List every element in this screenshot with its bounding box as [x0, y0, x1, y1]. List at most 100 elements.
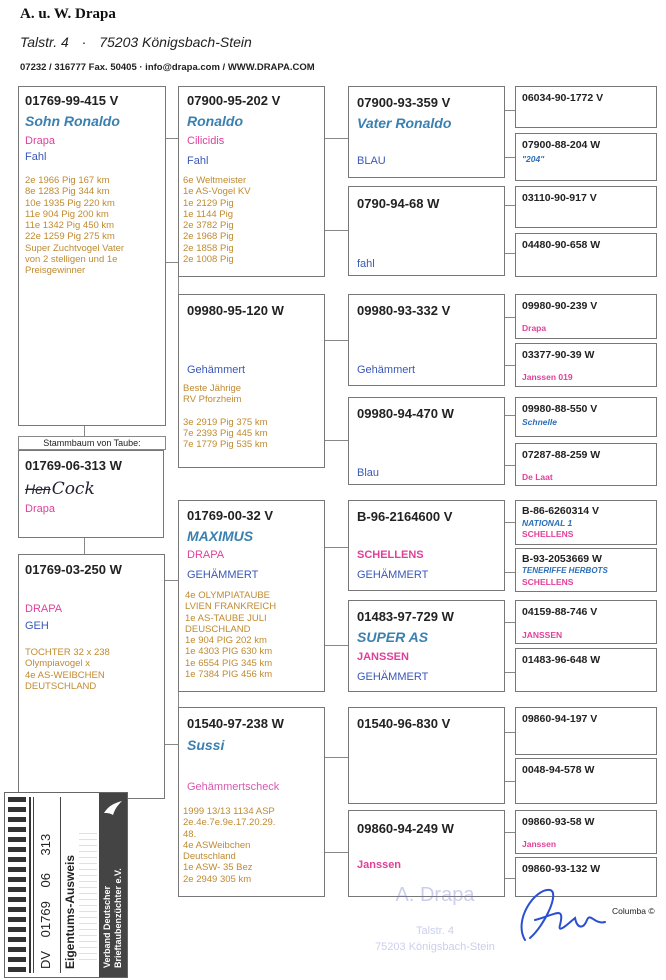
ggp-ring: B-86-6260314 V	[522, 505, 600, 517]
ggp-card-3: 03110-90-917 V	[515, 186, 657, 228]
ggp-ring: 0048-94-578 W	[522, 764, 595, 776]
breeder-stamp: A. Drapa Talstr. 4 75203 Königsbach-Stei…	[375, 884, 495, 953]
grandparent-color: fahl	[357, 258, 375, 270]
parent-name: Sussi	[187, 737, 225, 753]
dove-logo-icon	[101, 797, 125, 821]
grandparent-owner: Janssen	[357, 859, 402, 871]
ggp-owner: De Laat	[522, 472, 553, 482]
parent-name: Ronaldo	[187, 113, 243, 129]
ggp-ring: 09980-90-239 V	[522, 300, 598, 312]
grandparent-name: Vater Ronaldo	[357, 115, 452, 131]
ggp-ring: 06034-90-1772 V	[522, 92, 604, 104]
copyright: Columba ©	[612, 906, 655, 916]
card-number-panel: DV 01769 06 313	[33, 797, 61, 973]
hen-card: 01769-03-250 W DRAPA GEH TOCHTER 32 x 23…	[18, 554, 165, 799]
grandparent-color: Gehämmert	[357, 364, 416, 376]
ggp-owner: Janssen 019	[522, 372, 573, 382]
ggp-card-1: 06034-90-1772 V	[515, 86, 657, 128]
card-fine-print	[79, 833, 97, 963]
parent-color: Gehämmert	[187, 364, 246, 376]
ggp-card-2: 07900-88-204 W "204"	[515, 133, 657, 181]
grandparent-ring: 09980-93-332 V	[357, 303, 451, 318]
grandparent-ring: 0790-94-68 W	[357, 196, 440, 211]
grandparent-ring: B-96-2164600 V	[357, 509, 453, 524]
ggp-ring: 01483-96-648 W	[522, 654, 601, 666]
card-header-band	[99, 793, 127, 977]
ggp-card-8: 07287-88-259 W De Laat	[515, 443, 657, 486]
ggp-owner: SCHELLENS	[522, 577, 574, 587]
ggp-card-9: B-86-6260314 V NATIONAL 1 SCHELLENS	[515, 500, 657, 545]
grandparent-color: GEHÄMMERT	[357, 671, 429, 683]
ggp-ring: 09860-94-197 V	[522, 713, 598, 725]
subject-name: Sohn Ronaldo	[25, 113, 120, 129]
hen-owner: DRAPA	[25, 603, 63, 615]
grandparent-color: GEHÄMMERT	[357, 569, 429, 581]
struck-sex: Hen	[25, 481, 51, 497]
grandparent-owner: SCHELLENS	[357, 549, 424, 561]
grandparent-ring: 01483-97-729 W	[357, 609, 454, 624]
parent-ring: 01540-97-238 W	[187, 716, 284, 731]
cock-card: 01769-06-313 W HenCock Drapa	[18, 450, 164, 538]
card-pattern-left	[8, 797, 26, 973]
pedigree-label: Stammbaum von Taube:	[18, 436, 166, 450]
parent-card-4: 01540-97-238 W Sussi Gehämmertscheck 199…	[178, 707, 325, 897]
breeder-name: A. u. W. Drapa	[20, 6, 116, 22]
cock-ring: 01769-06-313 W	[25, 458, 122, 473]
ggp-card-15: 09860-93-58 W Janssen	[515, 810, 657, 854]
ownership-card: DV 01769 06 313 Eigentums-Ausweis Verban…	[4, 792, 128, 978]
parent-ring: 07900-95-202 V	[187, 93, 281, 108]
ggp-owner: Drapa	[522, 323, 547, 333]
grandparent-color: BLAU	[357, 155, 386, 167]
ggp-ring: 09860-93-58 W	[522, 816, 595, 828]
card-org-line1: Verband Deutscher	[102, 885, 112, 968]
ggp-ring: 04159-88-746 V	[522, 606, 598, 618]
ggp-card-13: 09860-94-197 V	[515, 707, 657, 755]
grandparent-ring: 07900-93-359 V	[357, 95, 451, 110]
grandparent-card-3: 09980-93-332 V Gehämmert	[348, 294, 505, 386]
ggp-owner: SCHELLENS	[522, 529, 574, 539]
subject-card: 01769-99-415 V Sohn Ronaldo Drapa Fahl 2…	[18, 86, 166, 426]
grandparent-card-2: 0790-94-68 W fahl	[348, 186, 505, 276]
card-country: DV	[38, 950, 53, 969]
ggp-ring: 09980-88-550 V	[522, 403, 598, 415]
ggp-note: "204"	[522, 154, 545, 164]
subject-color: Fahl	[25, 151, 47, 163]
ggp-ring: 09860-93-132 W	[522, 863, 601, 875]
parent-name: MAXIMUS	[187, 528, 254, 544]
ggp-ring: B-93-2053669 W	[522, 553, 602, 565]
cock-owner: Drapa	[25, 503, 55, 515]
hen-color: GEH	[25, 620, 49, 632]
card-pattern-inner	[29, 797, 31, 973]
parent-card-1: 07900-95-202 V Ronaldo Cilicidis Fahl 6e…	[178, 86, 325, 277]
grandparent-ring: 01540-96-830 V	[357, 716, 451, 731]
card-club: 01769	[38, 901, 53, 938]
grandparent-ring: 09860-94-249 W	[357, 821, 454, 836]
grandparent-card-1: 07900-93-359 V Vater Ronaldo BLAU	[348, 86, 505, 178]
ggp-card-16: 09860-93-132 W	[515, 857, 657, 897]
card-number: 313	[38, 833, 53, 856]
ggp-ring: 04480-90-658 W	[522, 239, 601, 251]
grandparent-card-4: 09980-94-470 W Blau	[348, 397, 505, 485]
hen-ring: 01769-03-250 W	[25, 562, 122, 577]
ggp-card-10: B-93-2053669 W TENERIFFE HERBOTS SCHELLE…	[515, 548, 657, 592]
ggp-note: Schnelle	[522, 417, 557, 427]
ggp-owner: Janssen	[522, 839, 557, 849]
ggp-card-6: 03377-90-39 W Janssen 019	[515, 343, 657, 387]
cock-sex: HenCock	[25, 479, 95, 499]
parent-ring: 09980-95-120 W	[187, 303, 284, 318]
ggp-card-14: 0048-94-578 W	[515, 758, 657, 804]
parent-color: Fahl	[187, 155, 209, 167]
ggp-card-11: 04159-88-746 V JANSSEN	[515, 600, 657, 644]
ggp-ring: 03110-90-917 V	[522, 192, 597, 204]
ggp-note: NATIONAL 1	[522, 518, 573, 528]
ggp-owner: JANSSEN	[522, 630, 563, 640]
ggp-ring: 07287-88-259 W	[522, 449, 601, 461]
card-year: 06	[38, 873, 53, 888]
